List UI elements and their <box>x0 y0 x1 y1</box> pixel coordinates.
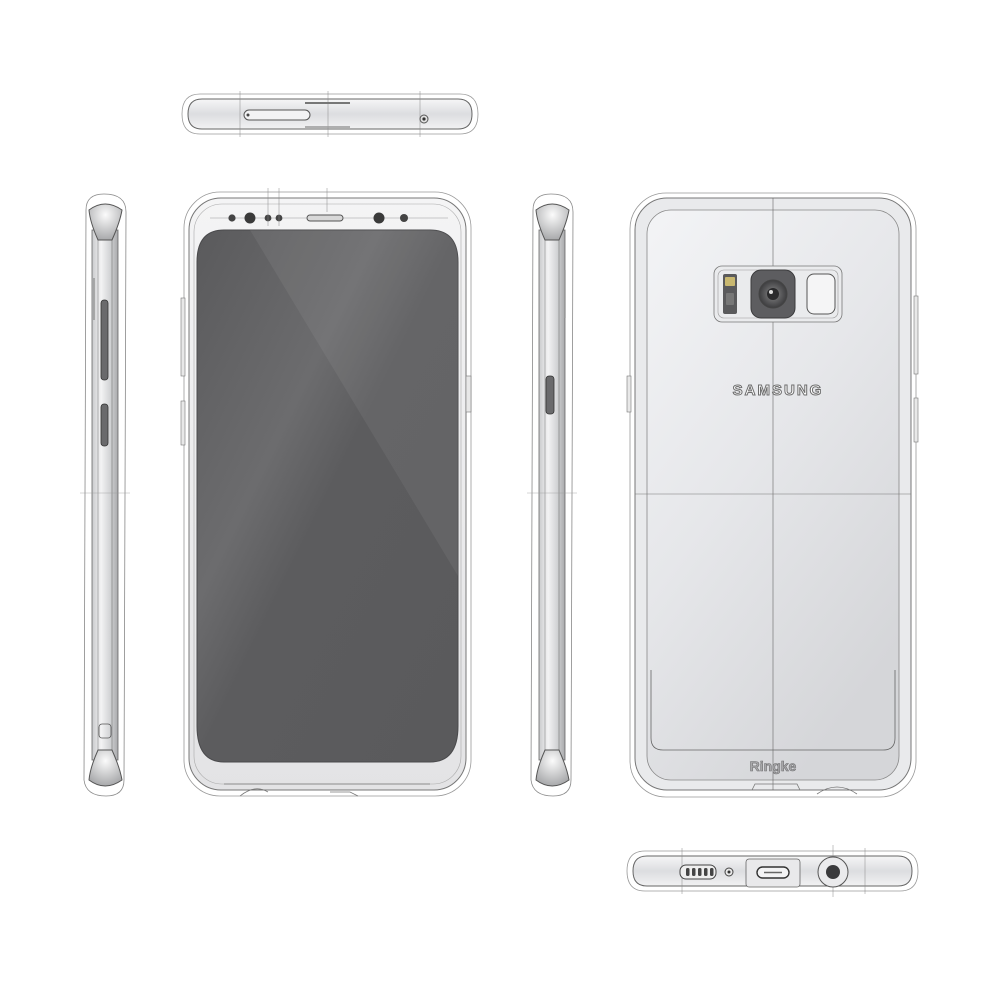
fingerprint-sensor-icon <box>806 273 836 315</box>
iris-camera-icon <box>244 212 256 224</box>
rear-camera-icon <box>750 269 796 319</box>
microphone-icon <box>724 867 734 877</box>
bixby-button-icon <box>100 403 109 447</box>
samsung-logo: SAMSUNG <box>732 382 824 400</box>
screen <box>196 229 459 763</box>
iris-led-icon <box>228 214 236 222</box>
sensor-icon <box>400 214 408 222</box>
top-edge-view <box>180 88 480 140</box>
earpiece-speaker-icon <box>306 214 344 222</box>
power-button-icon <box>545 375 555 415</box>
bottom-edge-view <box>625 845 920 897</box>
speaker-grille-icon <box>679 864 717 880</box>
left-side-view <box>80 190 130 800</box>
volume-button-icon <box>100 299 109 381</box>
front-view <box>180 186 475 800</box>
ringke-logo: Ringke <box>749 758 797 775</box>
headphone-jack-icon <box>817 856 849 888</box>
usb-c-port-icon <box>745 858 801 888</box>
back-view: SAMSUNG Ringke <box>626 190 919 800</box>
sim-tray-icon <box>243 109 311 121</box>
front-camera-icon <box>373 212 385 224</box>
right-side-view <box>527 190 577 800</box>
flash-icon <box>723 274 737 314</box>
microphone-icon <box>419 114 429 124</box>
